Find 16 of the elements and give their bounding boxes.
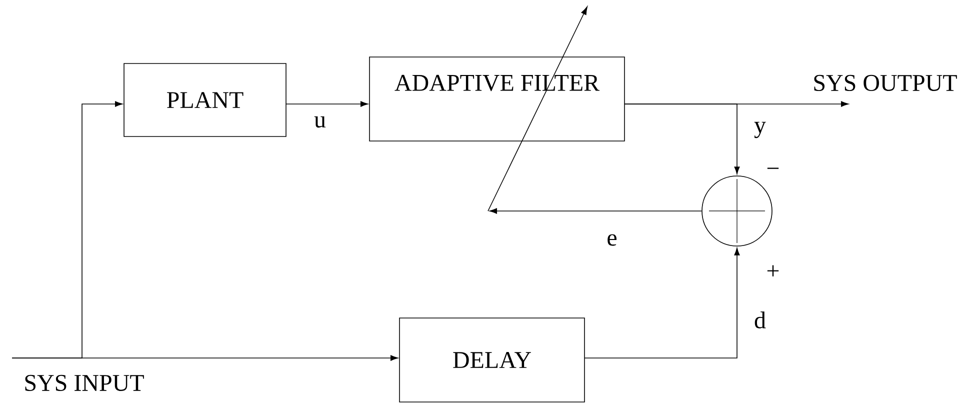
- edge-label: e: [606, 233, 618, 247]
- arrow: [489, 208, 702, 214]
- arrow: [584, 248, 740, 358]
- arrow: [624, 104, 740, 174]
- edge-label: d: [753, 310, 767, 330]
- output-label: SYS OUTPUT: [814, 74, 957, 92]
- edge-label: u: [313, 115, 327, 129]
- sign-label: −: [767, 168, 779, 169]
- summing-junction: [702, 176, 772, 246]
- edge-label: y: [753, 120, 767, 140]
- block-box: DELAY: [399, 318, 585, 402]
- input-label: SYS INPUT: [25, 374, 144, 392]
- block-box: PLANT: [124, 63, 286, 137]
- sign-label: +: [767, 265, 779, 276]
- arrow: [286, 101, 368, 107]
- arrow: [12, 355, 398, 361]
